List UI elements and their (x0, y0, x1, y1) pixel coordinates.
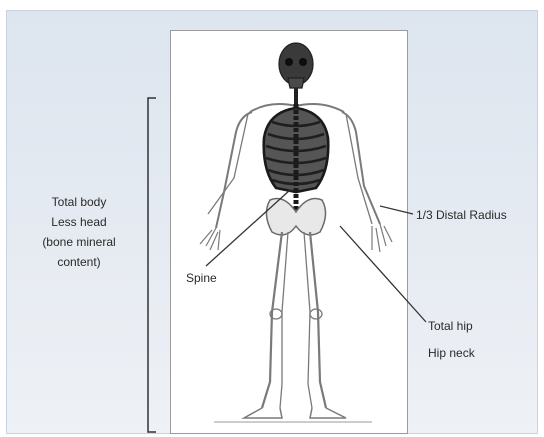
total-body-line-4: content) (14, 252, 144, 272)
total-hip-label: Total hip (428, 316, 473, 336)
spine-label: Spine (186, 268, 217, 288)
distal-radius-label: 1/3 Distal Radius (416, 205, 507, 225)
skeleton-icon (200, 43, 392, 422)
hip-pointer-line (340, 226, 426, 322)
total-body-line-1: Total body (14, 192, 144, 212)
radius-pointer-line (380, 206, 413, 214)
total-body-label: Total body Less head (bone mineral conte… (14, 192, 144, 272)
total-body-line-3: (bone mineral (14, 232, 144, 252)
total-body-bracket (148, 98, 156, 432)
total-body-line-2: Less head (14, 212, 144, 232)
hip-neck-label: Hip neck (428, 343, 475, 363)
